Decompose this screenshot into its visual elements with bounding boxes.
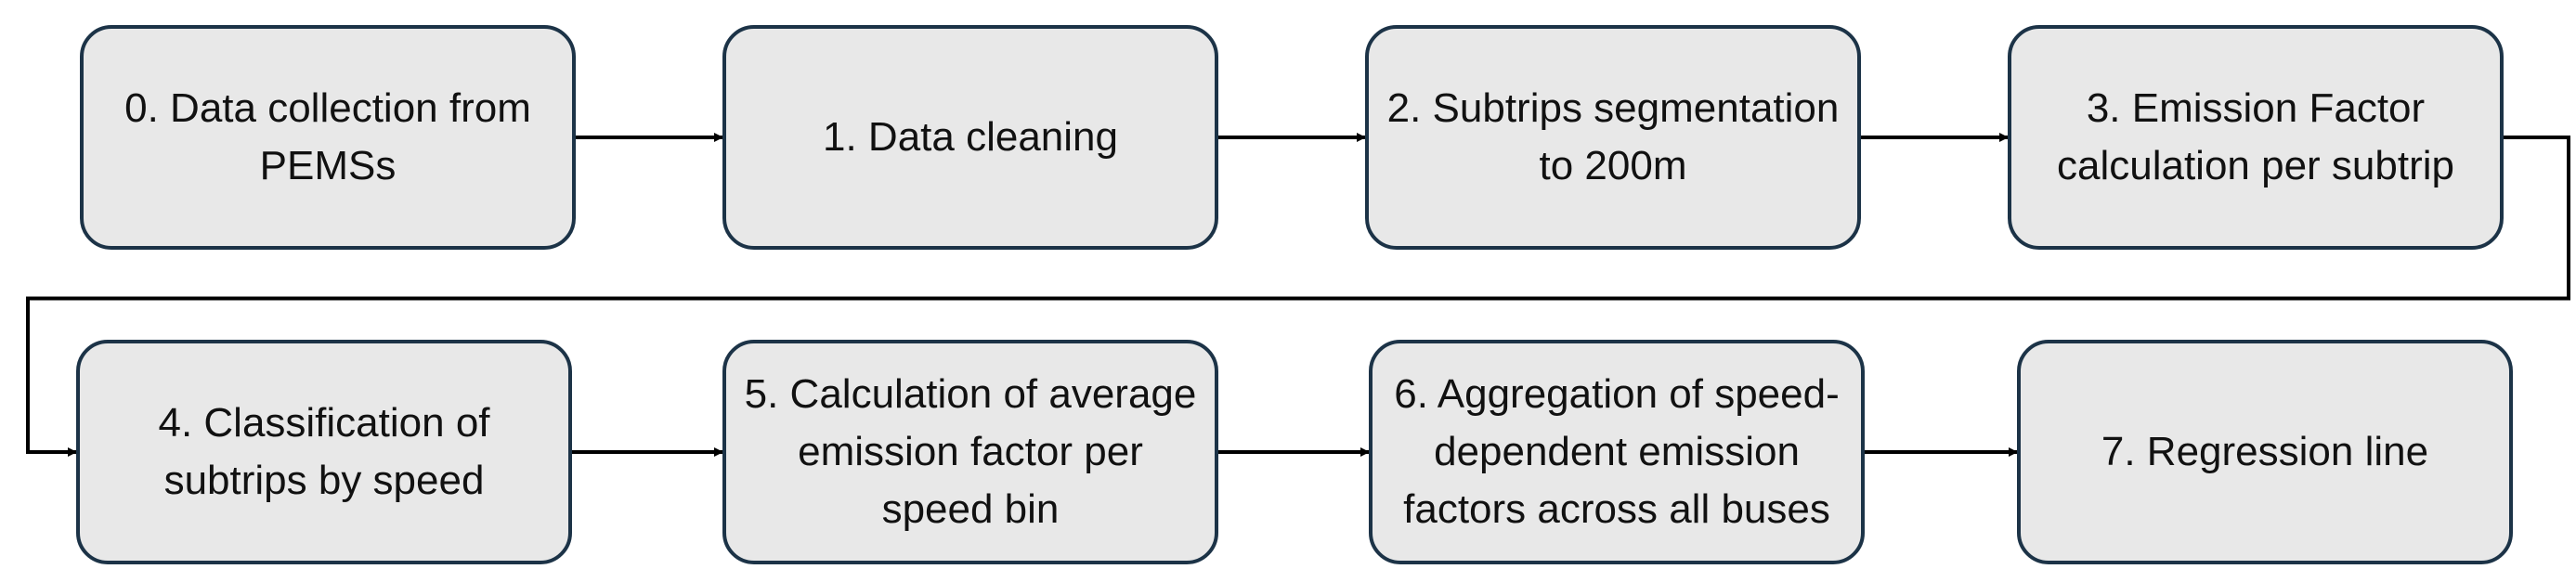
step-5-box: 5. Calculation of average emission facto…: [722, 340, 1218, 564]
step-0-box: 0. Data collection from PEMSs: [80, 25, 576, 250]
step-3-box: 3. Emission Factor calculation per subtr…: [2008, 25, 2504, 250]
connector-arrow-3-to-4: [26, 136, 2570, 457]
step-4-box: 4. Classification of subtrips by speed: [76, 340, 572, 564]
step-1-label: 1. Data cleaning: [823, 114, 1118, 160]
step-2-label: 2. Subtrips segmentation to 200m: [1386, 85, 1840, 188]
step-4-label: 4. Classification of subtrips by speed: [158, 400, 490, 503]
step-3-label: 3. Emission Factor calculation per subtr…: [2056, 85, 2454, 188]
step-6-label: 6. Aggregation of speed-dependent emissi…: [1394, 371, 1840, 532]
step-7-box: 7. Regression line: [2017, 340, 2513, 564]
step-7-label: 7. Regression line: [2101, 429, 2429, 474]
step-2-box: 2. Subtrips segmentation to 200m: [1365, 25, 1861, 250]
step-0-label: 0. Data collection from PEMSs: [124, 85, 531, 188]
step-5-label: 5. Calculation of average emission facto…: [744, 371, 1197, 532]
step-6-box: 6. Aggregation of speed-dependent emissi…: [1369, 340, 1865, 564]
step-1-box: 1. Data cleaning: [722, 25, 1218, 250]
